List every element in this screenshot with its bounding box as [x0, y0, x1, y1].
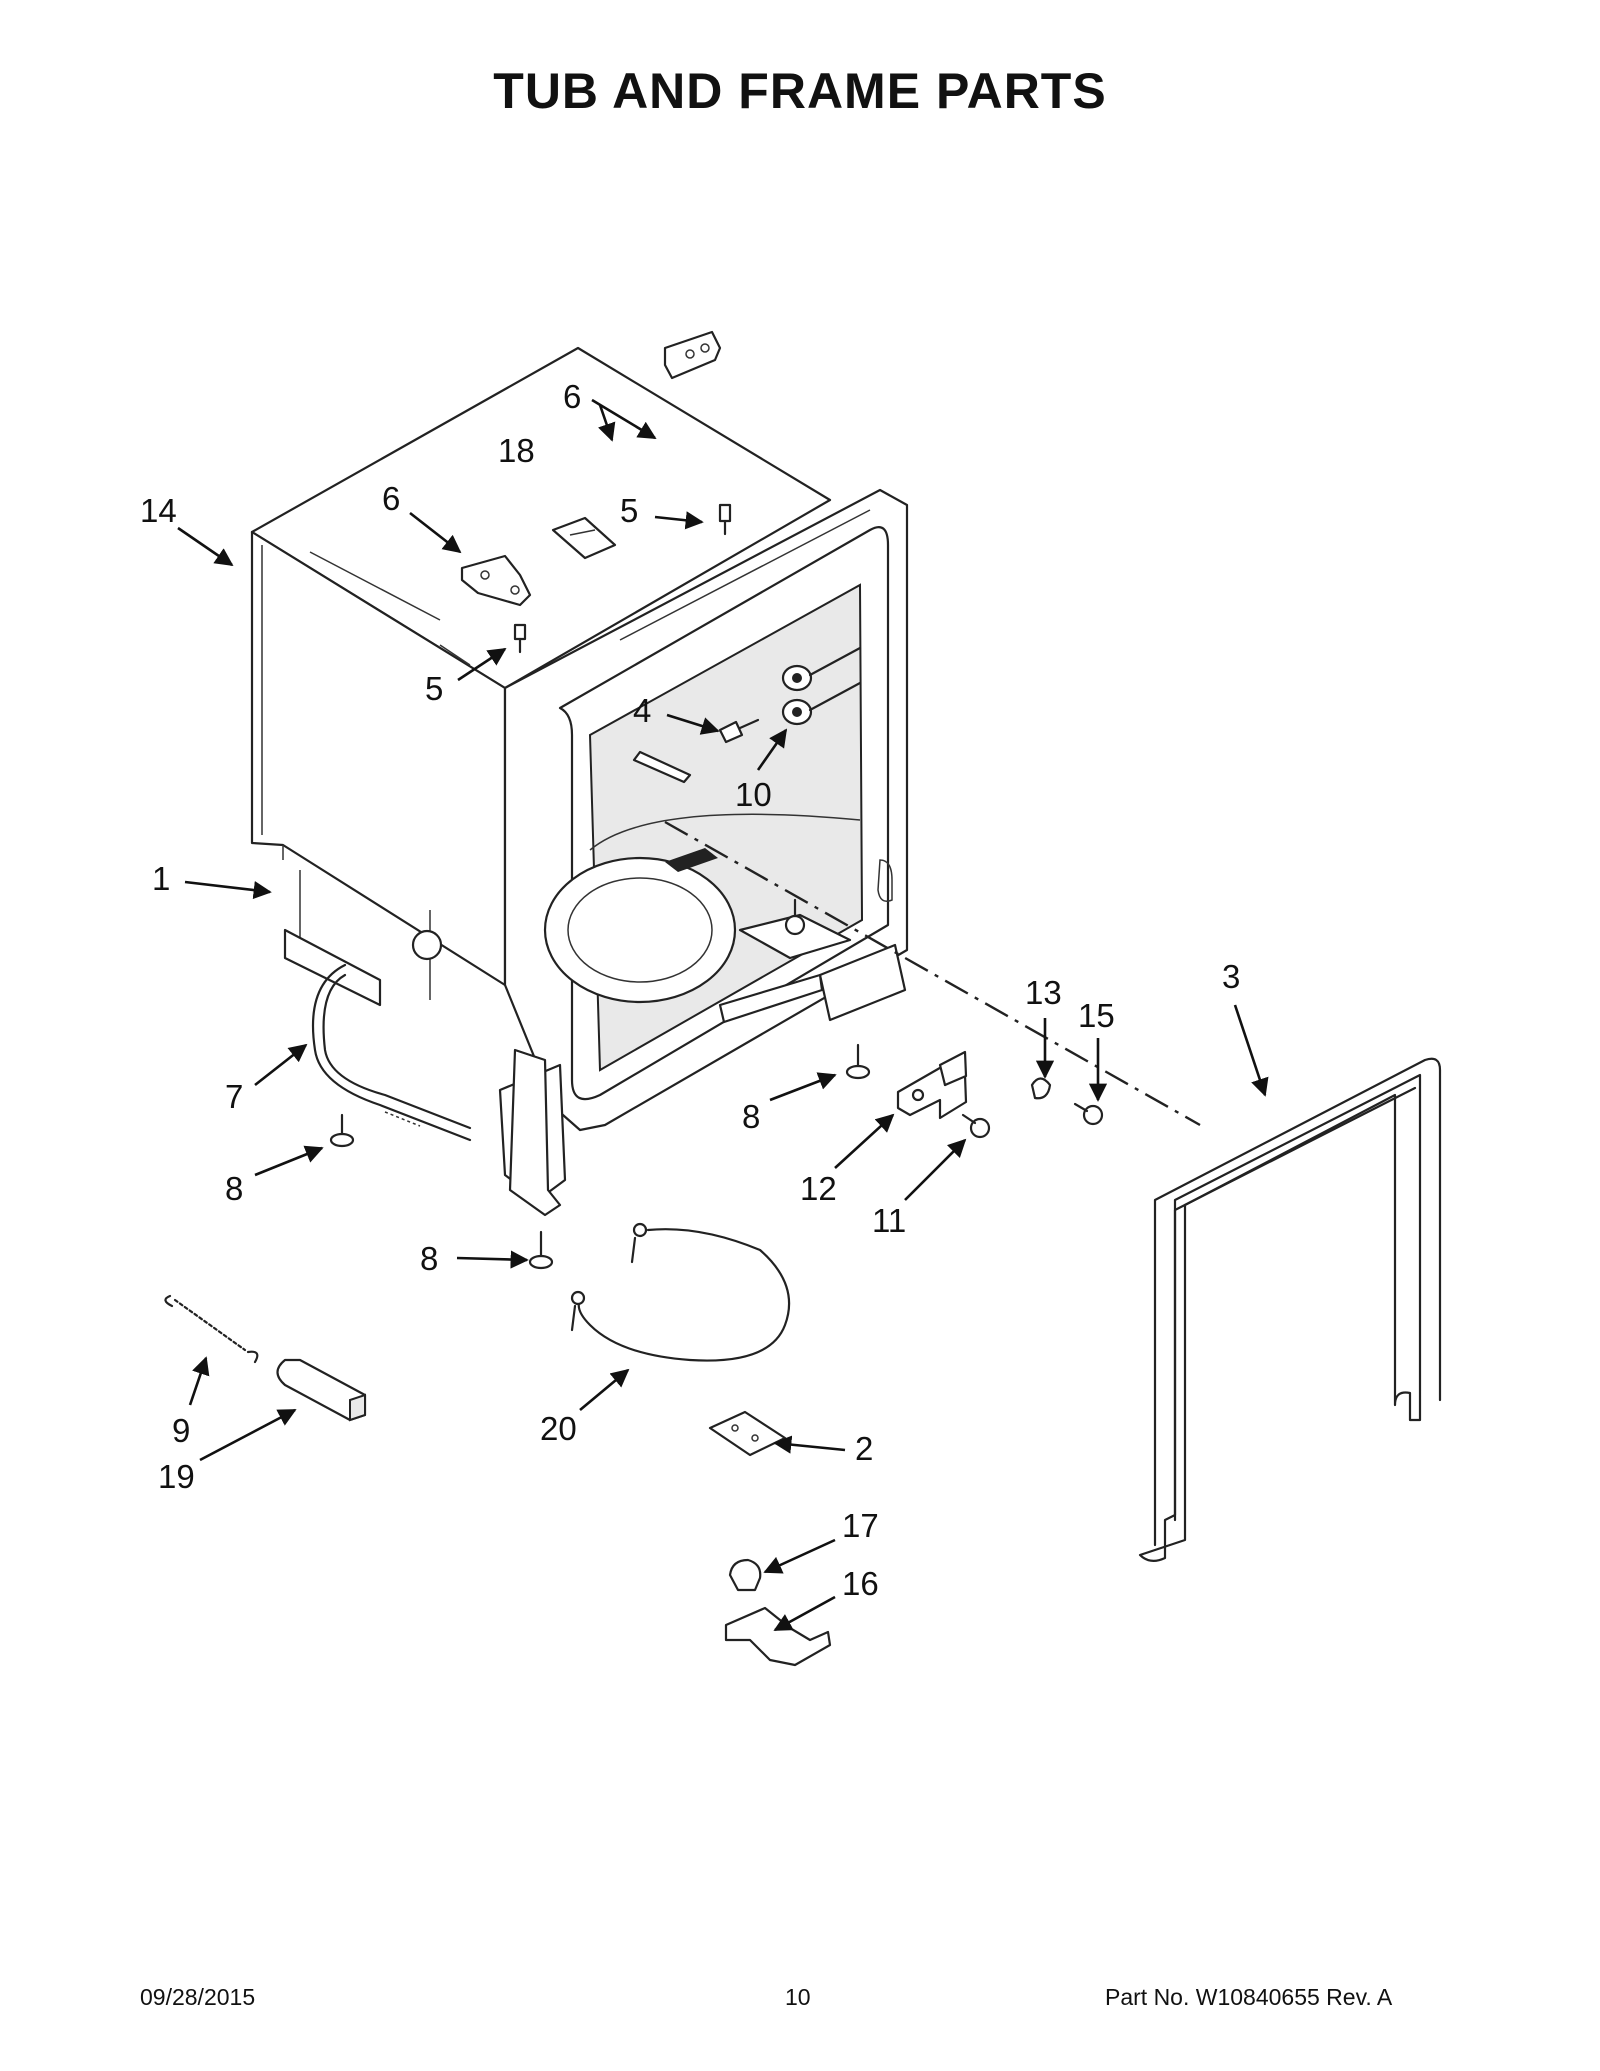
callout-5-left: 5	[425, 670, 443, 707]
callout-19: 19	[158, 1458, 195, 1495]
hinge-bracket-right	[663, 330, 722, 380]
callout-8-bottom: 8	[420, 1240, 438, 1277]
screw-left	[513, 623, 527, 654]
door-cover	[276, 1358, 367, 1422]
callout-16: 16	[842, 1565, 879, 1602]
top-bracket	[551, 516, 617, 560]
footer-page-number: 10	[785, 1984, 811, 2010]
callout-8-center: 8	[742, 1098, 760, 1135]
leader-arrows	[177, 398, 1269, 1632]
callout-15: 15	[1078, 997, 1115, 1034]
callout-8-left: 8	[225, 1170, 243, 1207]
screw-right	[718, 503, 732, 536]
callout-2: 2	[855, 1430, 873, 1467]
wire-harness	[570, 1222, 791, 1362]
hinge-bracket-left	[460, 554, 532, 607]
callout-6-left: 6	[382, 480, 400, 517]
callout-3: 3	[1222, 958, 1240, 995]
screw-4	[718, 718, 760, 744]
tub-assembly	[250, 346, 1201, 1217]
callout-13: 13	[1025, 974, 1062, 1011]
callout-18: 18	[498, 432, 535, 469]
footer-date: 09/28/2015	[140, 1984, 256, 2010]
callout-4: 4	[633, 692, 651, 729]
thermostat-bracket	[724, 1606, 832, 1667]
clip-13	[1030, 1077, 1052, 1100]
callout-7: 7	[225, 1078, 243, 1115]
page-title: TUB AND FRAME PARTS	[493, 63, 1107, 119]
callout-9: 9	[172, 1412, 190, 1449]
callout-12: 12	[800, 1170, 837, 1207]
footer-part-number: Part No. W10840655 Rev. A	[1105, 1984, 1393, 2010]
callout-11: 11	[872, 1202, 906, 1239]
screw-11	[961, 1113, 991, 1139]
leveling-leg-b	[329, 1113, 355, 1148]
callout-17: 17	[842, 1507, 879, 1544]
callout-10: 10	[735, 776, 772, 813]
callout-14: 14	[140, 492, 177, 529]
callout-6-right: 6	[563, 378, 581, 415]
door-pulleys	[781, 646, 862, 726]
callout-5-right: 5	[620, 492, 638, 529]
thermostat	[728, 1558, 762, 1592]
leveling-leg-c	[528, 1230, 554, 1270]
bracket-12	[896, 1050, 968, 1120]
callout-1: 1	[152, 860, 170, 897]
plate	[708, 1410, 787, 1457]
door-spring	[164, 1294, 259, 1364]
door-gasket	[1138, 1057, 1442, 1562]
leveling-leg-a	[845, 1043, 871, 1080]
screw-15	[1073, 1102, 1104, 1126]
callout-20: 20	[540, 1410, 577, 1447]
